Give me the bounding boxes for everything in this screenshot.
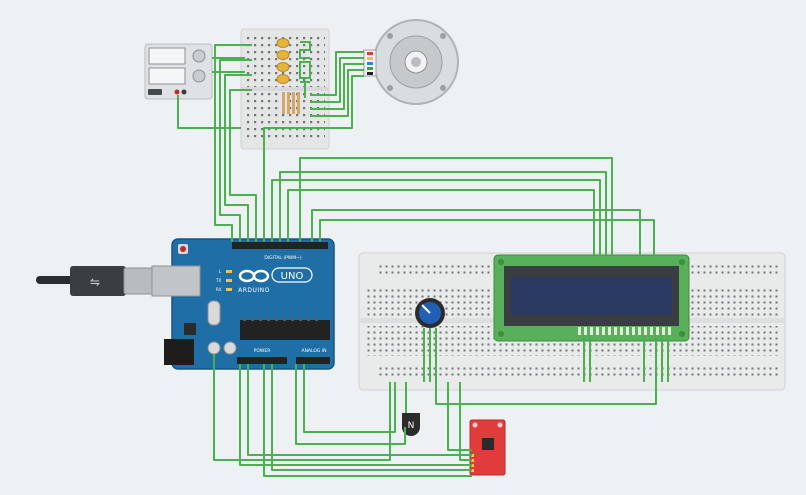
npn-transistor[interactable]: N	[402, 413, 420, 436]
uno-badge	[271, 267, 313, 283]
resistor-array[interactable]	[282, 92, 300, 114]
arduino-infinity-logo-icon	[238, 269, 270, 283]
led-label-rx: RX	[216, 287, 222, 292]
stepper-motor[interactable]	[363, 19, 459, 105]
led[interactable]	[276, 74, 290, 84]
arduino-model: UNO	[281, 271, 304, 282]
power-label: POWER	[254, 348, 271, 354]
transistor-mark: N	[408, 421, 415, 431]
led-label-l: L	[219, 269, 222, 274]
digital-label: DIGITAL (PWM~)	[264, 255, 302, 261]
potentiometer[interactable]	[415, 298, 445, 328]
led-label-tx: TX	[215, 278, 221, 283]
seven-segment-display	[299, 41, 311, 98]
led[interactable]	[276, 38, 290, 48]
analog-label: ANALOG IN	[301, 348, 326, 354]
arduino-status-leds: L TX RX	[215, 269, 232, 292]
led[interactable]	[276, 50, 290, 60]
power-supply-module[interactable]	[144, 43, 213, 100]
lcd-display[interactable]	[493, 254, 690, 342]
wiring	[177, 44, 669, 477]
usb-plug-icon: ⇋	[90, 275, 100, 289]
sensor-breakout-board[interactable]	[469, 419, 506, 476]
usb-cable[interactable]: ⇋	[36, 266, 159, 296]
arduino-uno-board[interactable]: L TX RX UNO ARDUINO DIGITAL (PWM~) POWER…	[151, 238, 335, 370]
arduino-brand: ARDUINO	[238, 287, 270, 294]
led[interactable]	[276, 62, 290, 72]
led-array[interactable]	[276, 38, 290, 84]
